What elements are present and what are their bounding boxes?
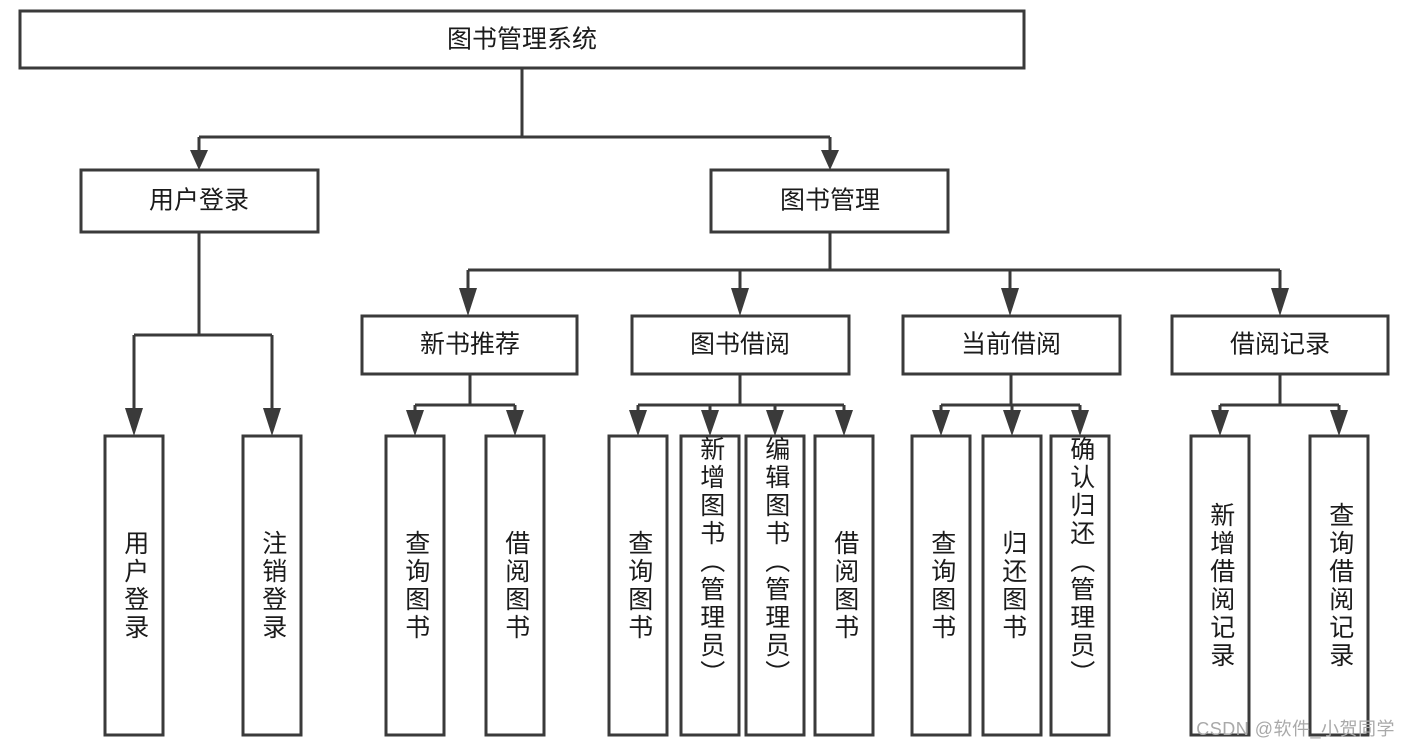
node-borrow-record[interactable]: 借阅记录 (1170, 314, 1390, 376)
node-root-box[interactable] (18, 9, 1026, 70)
arrow-head-leaf-confirm-return (1071, 410, 1089, 436)
node-root[interactable]: 图书管理系统 (18, 9, 1026, 70)
arrow-head-leaf-logout (263, 408, 281, 436)
arrow-head-current (1001, 288, 1019, 316)
arrow-head-leaf-query-book-1 (406, 410, 424, 436)
arrow-head-leaf-borrow-book-1 (506, 410, 524, 436)
node-book-borrow-label: 图书借阅 (690, 331, 790, 359)
arrow-head-newbook (459, 288, 477, 316)
arrow-head-leaf-query-book-2 (629, 410, 647, 436)
leaf-box-logout[interactable] (241, 434, 303, 737)
leaf-box-add-book[interactable] (679, 434, 741, 737)
watermark-text: CSDN @软件_小贺同学 (1196, 719, 1395, 739)
leaf-box-query-book-2[interactable] (607, 434, 669, 737)
leaf-box-borrow-book-1[interactable] (484, 434, 546, 737)
node-user-login-label: 用户登录 (149, 187, 249, 215)
arrow-head-borrow (731, 288, 749, 316)
node-current-borrow[interactable]: 当前借阅 (901, 314, 1122, 376)
node-root-label: 图书管理系统 (447, 26, 597, 54)
node-new-book-recommend-box[interactable] (360, 314, 579, 376)
arrow-head-leaf-add-record (1211, 410, 1229, 436)
leaf-box-edit-book[interactable] (744, 434, 806, 737)
arrow-head-leaf-return-book (1003, 410, 1021, 436)
arrow-head-leaf-borrow-book-2 (835, 410, 853, 436)
node-book-management-label: 图书管理 (780, 187, 880, 215)
leaf-box-add-record[interactable] (1189, 434, 1251, 737)
node-user-login-box[interactable] (79, 168, 320, 234)
leaf-box-borrow-book-2[interactable] (813, 434, 875, 737)
edges-group (125, 68, 1348, 436)
node-book-management-box[interactable] (709, 168, 950, 234)
node-book-borrow-box[interactable] (630, 314, 851, 376)
node-borrow-record-box[interactable] (1170, 314, 1390, 376)
leaf-box-query-book-3[interactable] (910, 434, 972, 737)
node-book-borrow[interactable]: 图书借阅 (630, 314, 851, 376)
node-new-book-recommend[interactable]: 新书推荐 (360, 314, 579, 376)
node-current-borrow-box[interactable] (901, 314, 1122, 376)
node-user-login[interactable]: 用户登录 (79, 168, 320, 234)
arrow-head-book-manage (821, 150, 839, 170)
arrow-head-leaf-query-record (1330, 410, 1348, 436)
leaf-box-return-book[interactable] (981, 434, 1043, 737)
arrow-head-user-login (190, 150, 208, 170)
arrow-head-leaf-add-book (701, 410, 719, 436)
node-book-management[interactable]: 图书管理 (709, 168, 950, 234)
node-new-book-recommend-label: 新书推荐 (420, 331, 520, 359)
node-borrow-record-label: 借阅记录 (1230, 331, 1330, 359)
leaf-box-query-book-1[interactable] (384, 434, 446, 737)
leaf-box-query-record[interactable] (1308, 434, 1370, 737)
arrow-head-leaf-user-login (125, 408, 143, 436)
leaf-box-confirm-return[interactable] (1049, 434, 1111, 737)
leaf-box-user-login[interactable] (103, 434, 165, 737)
leaf-boxes-group (103, 434, 1370, 737)
node-current-borrow-label: 当前借阅 (961, 331, 1061, 359)
arrow-head-leaf-query-book-3 (932, 410, 950, 436)
arrow-head-record (1271, 288, 1289, 316)
arrow-head-leaf-edit-book (766, 410, 784, 436)
